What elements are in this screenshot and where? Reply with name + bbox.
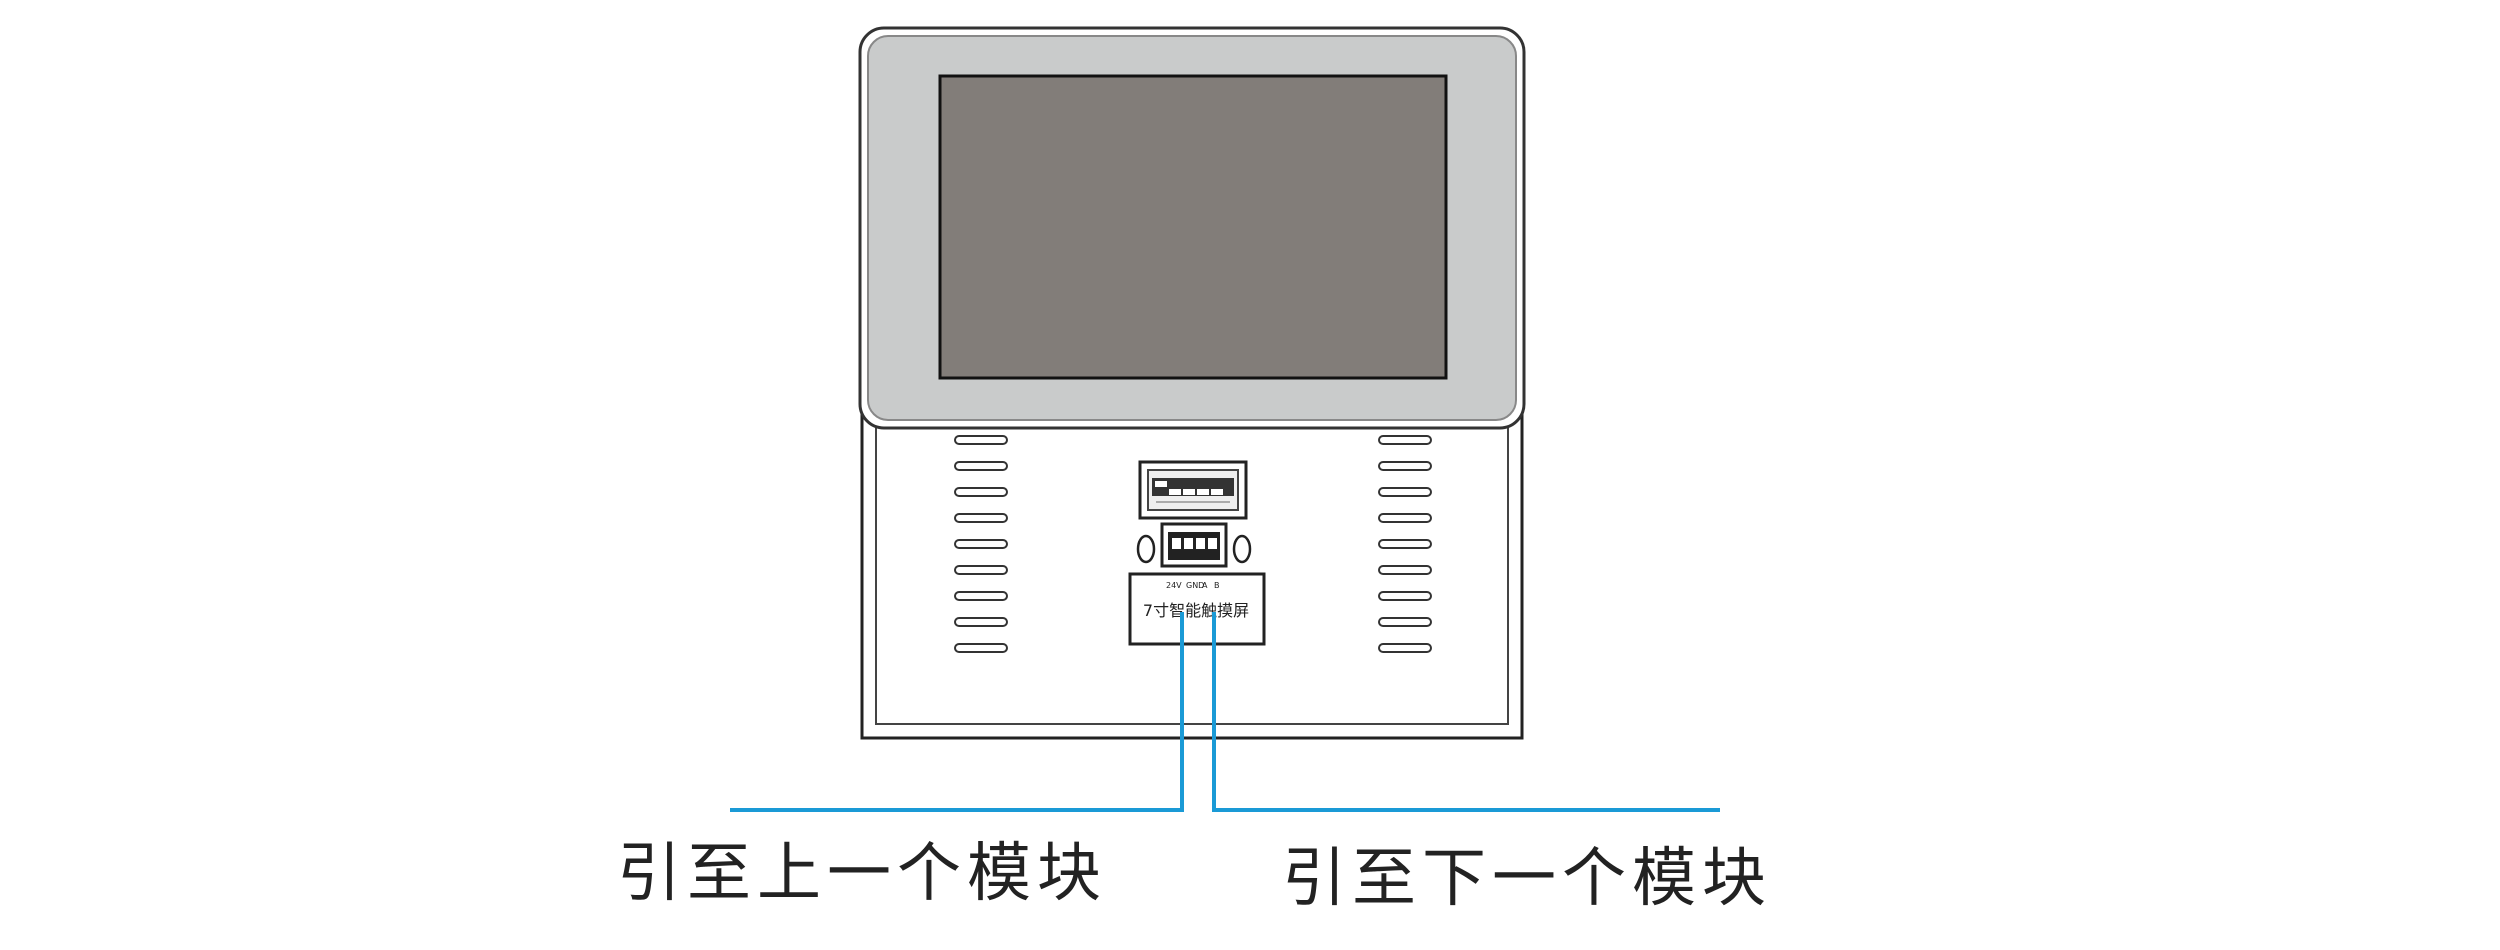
terminal-label: 24V [1166, 581, 1182, 590]
mounting-hole-left [1136, 534, 1156, 564]
wire-label-upstream: 引至上一个模块 [617, 837, 1107, 911]
mounting-hole-right [1232, 534, 1252, 564]
vent-slot [954, 617, 1008, 627]
vent-slot [1378, 461, 1432, 471]
device-label: 7寸智能触摸屏 [1143, 601, 1249, 620]
lcd-screen [938, 74, 1448, 380]
vent-slot [954, 435, 1008, 445]
vent-slot [1378, 565, 1432, 575]
vent-slot [1378, 513, 1432, 523]
vent-slot [1378, 643, 1432, 653]
terminal-connector [1160, 522, 1228, 568]
vent-slot [954, 539, 1008, 549]
wire-upstream [730, 612, 1184, 812]
terminal-label: A [1202, 581, 1208, 590]
vent-slot [1378, 617, 1432, 627]
vent-slot [1378, 591, 1432, 601]
terminal-label: B [1214, 581, 1220, 590]
vent-slot [954, 643, 1008, 653]
dip-switch-block [1138, 460, 1248, 520]
device-label-box [1128, 572, 1266, 646]
vent-slot [954, 487, 1008, 497]
vent-slot [954, 513, 1008, 523]
vent-slot [1378, 487, 1432, 497]
vent-slot [954, 565, 1008, 575]
vent-slots-right [1378, 435, 1432, 653]
vent-slot [1378, 539, 1432, 549]
vent-slot [954, 591, 1008, 601]
vent-slots-left [954, 435, 1008, 653]
vent-slot [954, 461, 1008, 471]
wire-label-downstream: 引至下一个模块 [1282, 842, 1772, 916]
vent-slot [1378, 435, 1432, 445]
terminal-label: GND [1186, 581, 1204, 590]
wire-downstream [1212, 612, 1720, 812]
